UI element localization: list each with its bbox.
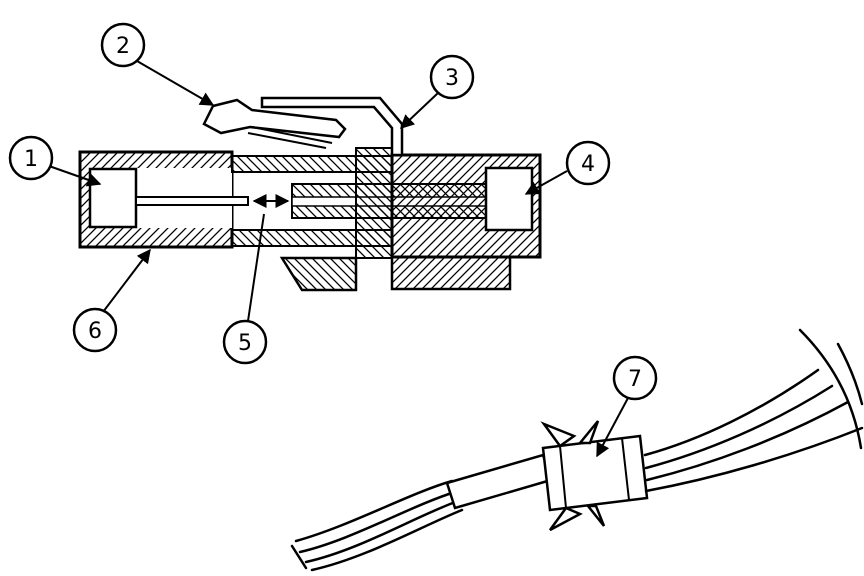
callout-2-label: 2: [116, 34, 130, 59]
latch-clip-bottom-right: [585, 504, 606, 527]
latch-clip-top-right: [577, 420, 600, 445]
callout-1-label: 1: [24, 147, 38, 172]
cable-strand: [298, 490, 457, 554]
callout-7: 7: [596, 355, 658, 458]
callout-4-circle: [565, 140, 611, 186]
cable-strand: [310, 508, 464, 572]
cable-strand: [294, 479, 454, 543]
latch-spring-line-2: [247, 132, 327, 149]
left-center-pin: [135, 196, 249, 206]
callout-3-circle: [429, 54, 475, 100]
cable-strand: [644, 384, 834, 470]
callout-6-leader: [102, 248, 151, 313]
callout-4-leader: [524, 170, 568, 195]
callout-2-circle: [100, 22, 146, 68]
callout-7-leader: [596, 397, 629, 458]
cable-sweep-curve: [798, 328, 863, 450]
part-4-block: [484, 166, 534, 232]
connector-cross-section: [78, 96, 542, 292]
latch-clip-bottom-left: [548, 506, 583, 532]
cable-assembly: [290, 328, 864, 572]
callout-5-label: 5: [238, 331, 252, 356]
callout-5-leader: [247, 213, 265, 322]
crimp-sleeve: [445, 453, 553, 510]
cable-end-cap: [290, 544, 308, 570]
part-1-block: [88, 167, 138, 229]
body-collar-line: [559, 445, 567, 509]
callout-7-circle: [612, 355, 658, 401]
bottom-step-left: [279, 256, 358, 292]
cable-sweep-curve-2: [836, 342, 864, 406]
callout-6-circle: [72, 307, 118, 353]
callout-2: 2: [100, 22, 215, 106]
callout-1-circle: [8, 135, 54, 181]
bottom-step-right: [390, 255, 512, 291]
part-7-connector-body: [541, 434, 649, 512]
callout-6-label: 6: [88, 319, 102, 344]
callout-3-leader: [399, 92, 439, 129]
plug-body: [355, 147, 393, 259]
callouts: 1 2 3 4 5 6 7: [8, 22, 658, 458]
cable-strand: [304, 499, 460, 564]
latch-spring-line: [251, 126, 333, 144]
part-2-latch: [202, 98, 347, 139]
callout-4: 4: [524, 140, 611, 195]
latch-clip-top-left: [540, 421, 577, 448]
callout-7-label: 7: [628, 367, 642, 392]
part-3-cover: [260, 96, 404, 157]
callout-6: 6: [72, 248, 151, 353]
callout-5: 5: [222, 213, 268, 365]
callout-5-circle: [222, 319, 268, 365]
callout-1: 1: [8, 135, 102, 187]
callout-3-label: 3: [445, 66, 459, 91]
callout-4-label: 4: [581, 152, 595, 177]
body-collar-line-2: [621, 437, 630, 501]
callout-1-leader: [48, 165, 102, 187]
cable-strand: [644, 426, 864, 493]
callout-2-leader: [136, 60, 215, 106]
cable-strand: [645, 400, 850, 482]
cable-strand: [643, 368, 820, 457]
callout-3: 3: [399, 54, 475, 129]
